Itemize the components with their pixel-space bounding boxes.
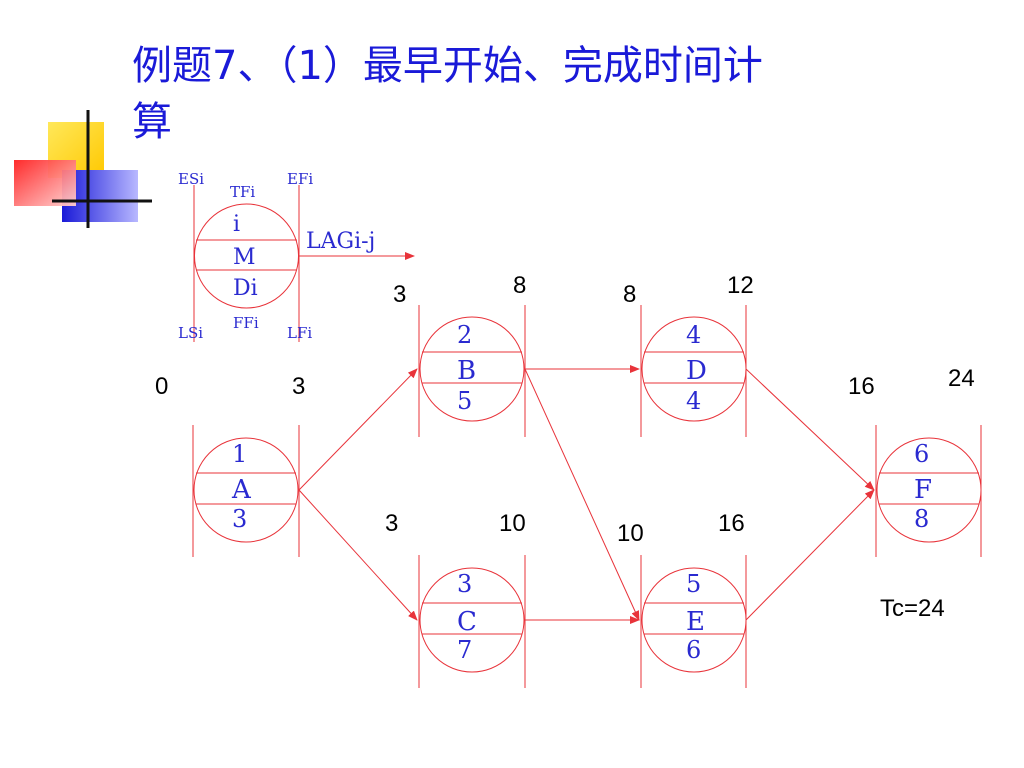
edge-d-f: [745, 368, 875, 491]
legend-ff-label: FFi: [233, 314, 259, 332]
node-e-circle: [641, 567, 747, 673]
edge-b-e: [524, 368, 640, 621]
deco-red-square: [14, 160, 76, 206]
legend-circle: [194, 203, 299, 309]
node-e-ef: 16: [718, 510, 745, 537]
node-d-circle: [641, 316, 747, 422]
legend-tf-label: TFi: [230, 183, 255, 201]
node-c-duration: 7: [457, 636, 472, 664]
edge-e-f: [745, 489, 875, 621]
node-a-circle: [193, 437, 299, 543]
edge-a-b: [298, 368, 418, 491]
node-d-id: 4: [686, 321, 701, 349]
node-b-name: B: [457, 356, 476, 386]
node-a: 1 A 3 0 3: [155, 373, 305, 557]
node-d-ef: 12: [727, 272, 754, 299]
node-e-es: 10: [617, 520, 644, 547]
node-f-ef: 24: [948, 365, 975, 392]
node-d-name: D: [686, 356, 707, 386]
node-c: 3 C 7 3 10: [385, 510, 526, 688]
node-c-es: 3: [385, 510, 398, 537]
node-a-id: 1: [232, 440, 247, 468]
title-line-2: 算: [132, 99, 172, 145]
node-b: 2 B 5 3 8: [393, 272, 526, 437]
node-a-duration: 3: [232, 505, 247, 533]
title-line-1: 例题7、（1）最早开始、完成时间计: [132, 43, 763, 89]
node-b-duration: 5: [457, 387, 472, 415]
node-f-circle: [876, 437, 982, 543]
page-title: 例题7、（1）最早开始、完成时间计 算: [132, 38, 972, 150]
node-c-name: C: [457, 607, 477, 637]
legend-lf-label: LFi: [287, 324, 312, 342]
node-e-duration: 6: [686, 636, 701, 664]
legend-id-label: i: [233, 212, 240, 237]
legend: [193, 185, 415, 342]
node-f-name: F: [914, 475, 932, 505]
node-c-circle: [419, 567, 525, 673]
node-b-ef: 8: [513, 272, 526, 299]
decorative-squares: [14, 110, 152, 228]
legend-ls-label: LSi: [178, 324, 203, 342]
node-e-id: 5: [686, 570, 701, 598]
node-d: 4 D 4 8 12: [623, 272, 754, 437]
node-b-id: 2: [457, 321, 472, 349]
legend-labels: ESi EFi TFi i M Di LAGi-j LSi FFi LFi: [178, 170, 375, 342]
node-a-ef: 3: [292, 373, 305, 400]
edges: [298, 365, 875, 624]
node-d-es: 8: [623, 281, 636, 308]
node-f-id: 6: [914, 440, 929, 468]
node-c-id: 3: [457, 570, 472, 598]
node-c-ef: 10: [499, 510, 526, 537]
edge-a-c: [298, 489, 418, 621]
node-f: 6 F 8 16 24: [848, 365, 982, 557]
node-b-circle: [419, 316, 525, 422]
node-a-es: 0: [155, 373, 168, 400]
legend-es-label: ESi: [178, 170, 204, 188]
legend-ef-label: EFi: [287, 170, 313, 188]
total-duration-label: Tc=24: [880, 595, 945, 622]
node-d-duration: 4: [686, 387, 701, 415]
node-f-es: 16: [848, 373, 875, 400]
node-e: 5 E 6 10 16: [617, 510, 747, 688]
node-a-name: A: [231, 475, 252, 505]
node-f-duration: 8: [914, 505, 929, 533]
node-e-name: E: [686, 607, 705, 637]
node-b-es: 3: [393, 281, 406, 308]
legend-duration-label: Di: [233, 276, 258, 301]
legend-lag-label: LAGi-j: [306, 229, 375, 254]
legend-name-label: M: [233, 245, 256, 270]
